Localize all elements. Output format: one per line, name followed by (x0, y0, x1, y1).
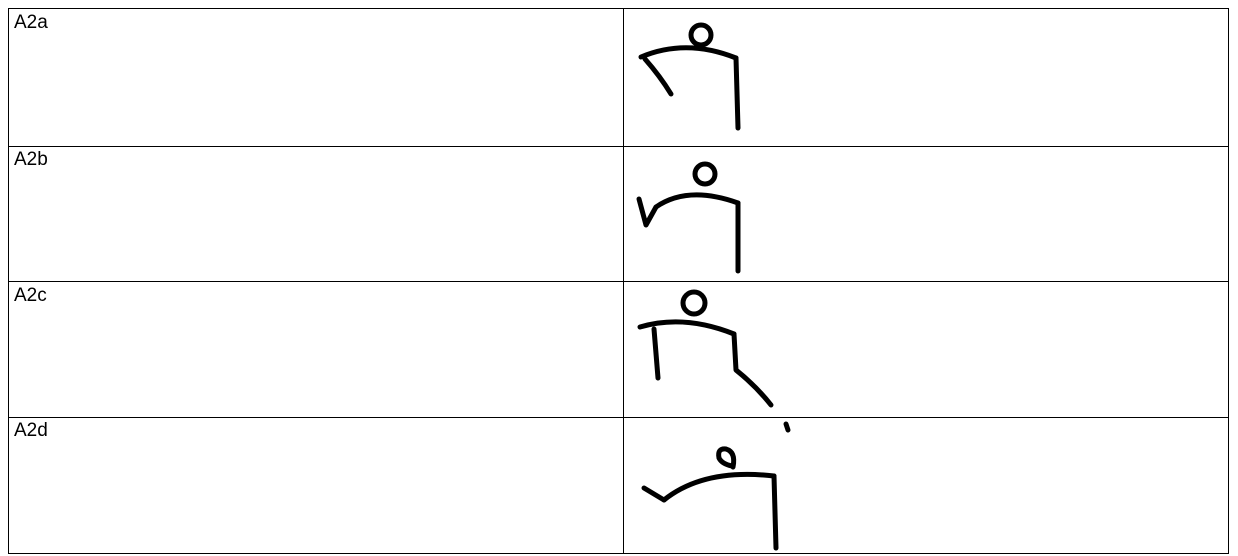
stick-figure-icon (626, 10, 796, 145)
row-divider (9, 281, 1228, 282)
row-label-a2a: A2a (14, 12, 48, 34)
stick-figure-icon (626, 418, 796, 553)
row-label-a2c: A2c (14, 285, 47, 307)
row-divider (9, 146, 1228, 147)
figure-table: A2a A2b A2c A2d (8, 8, 1229, 554)
sketch-a2a (626, 10, 796, 145)
stick-figure-icon (626, 282, 796, 417)
row-label-a2b: A2b (14, 149, 48, 171)
sketch-a2b (626, 147, 796, 282)
stick-figure-icon (626, 147, 796, 282)
sketch-a2d (626, 418, 796, 553)
row-divider (9, 417, 1228, 418)
sketch-a2c (626, 282, 796, 417)
row-label-a2d: A2d (14, 420, 48, 442)
